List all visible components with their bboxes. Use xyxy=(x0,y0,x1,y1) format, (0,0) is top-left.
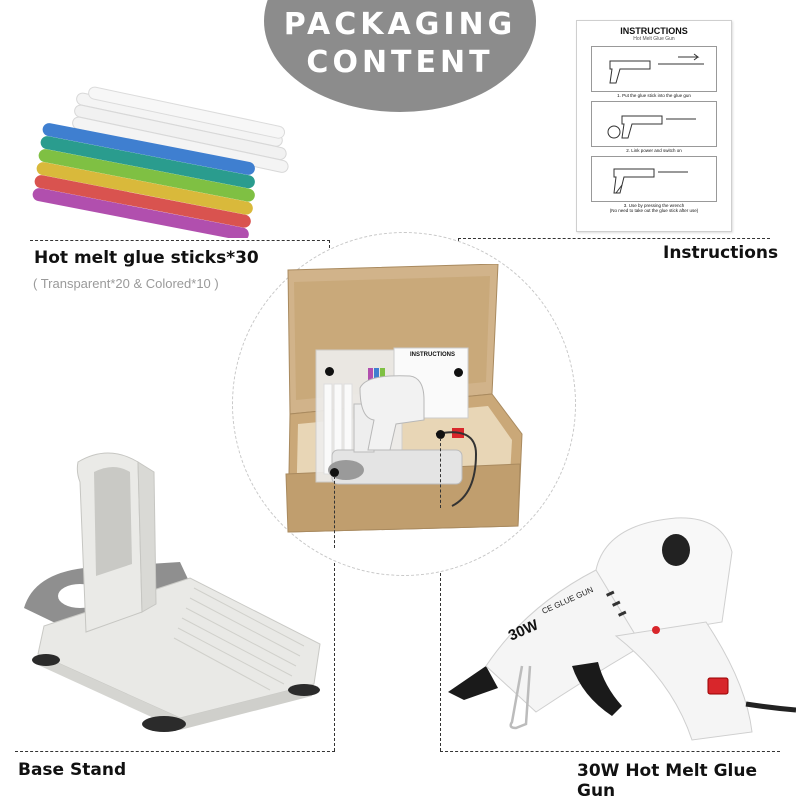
marker-dot-base-stand xyxy=(330,468,339,477)
manual-step1-figure xyxy=(591,46,717,92)
manual-title: INSTRUCTIONS xyxy=(620,26,688,36)
connector-gun-inner xyxy=(440,438,441,508)
manual-subtitle: Hot Melt Glue Gun xyxy=(633,36,675,42)
glue-gun-label: 30W Hot Melt Glue Gun xyxy=(577,761,758,801)
connector-gun-v xyxy=(440,508,441,751)
marker-dot-instructions xyxy=(454,368,463,377)
header-title-line1: PACKAGING xyxy=(283,7,517,42)
instructions-manual-image: INSTRUCTIONS Hot Melt Glue Gun 1. Put th… xyxy=(576,20,732,232)
box-card-title: INSTRUCTIONS xyxy=(410,352,455,358)
base-stand-label: Base Stand xyxy=(18,760,127,780)
connector-glue-sticks-h xyxy=(30,240,330,241)
header-title: PACKAGING CONTENT xyxy=(264,6,536,82)
manual-step3-note: (No need to take out the glue stick afte… xyxy=(609,208,699,213)
package-box-image: INSTRUCTIONS xyxy=(276,264,528,534)
manual-step2-text: 2. Link power and switch on xyxy=(626,148,682,153)
manual-step2-figure xyxy=(591,101,717,147)
base-stand-image xyxy=(14,448,326,740)
manual-step3-text: 3. Use by pressing the wrench xyxy=(623,203,685,208)
glue-sticks-label: Hot melt glue sticks*30 xyxy=(34,248,259,268)
instructions-label: Instructions xyxy=(663,243,779,263)
connector-base-v xyxy=(334,548,335,751)
connector-instructions-h xyxy=(458,238,770,239)
glue-sticks-sublabel: ( Transparent*20 & Colored*10 ) xyxy=(33,276,219,291)
connector-gun-h xyxy=(440,751,780,752)
header-title-line2: CONTENT xyxy=(306,45,494,80)
marker-dot-glue-sticks xyxy=(325,367,334,376)
connector-base-inner xyxy=(334,476,335,548)
manual-step1-text: 1. Put the glue stick into the glue gun xyxy=(617,93,691,98)
manual-step3-figure xyxy=(591,156,717,202)
glue-gun-image: 30W CE GLUE GUN xyxy=(446,516,796,744)
marker-dot-glue-gun xyxy=(436,430,445,439)
connector-base-h xyxy=(15,751,335,752)
glue-sticks-image xyxy=(30,82,302,238)
